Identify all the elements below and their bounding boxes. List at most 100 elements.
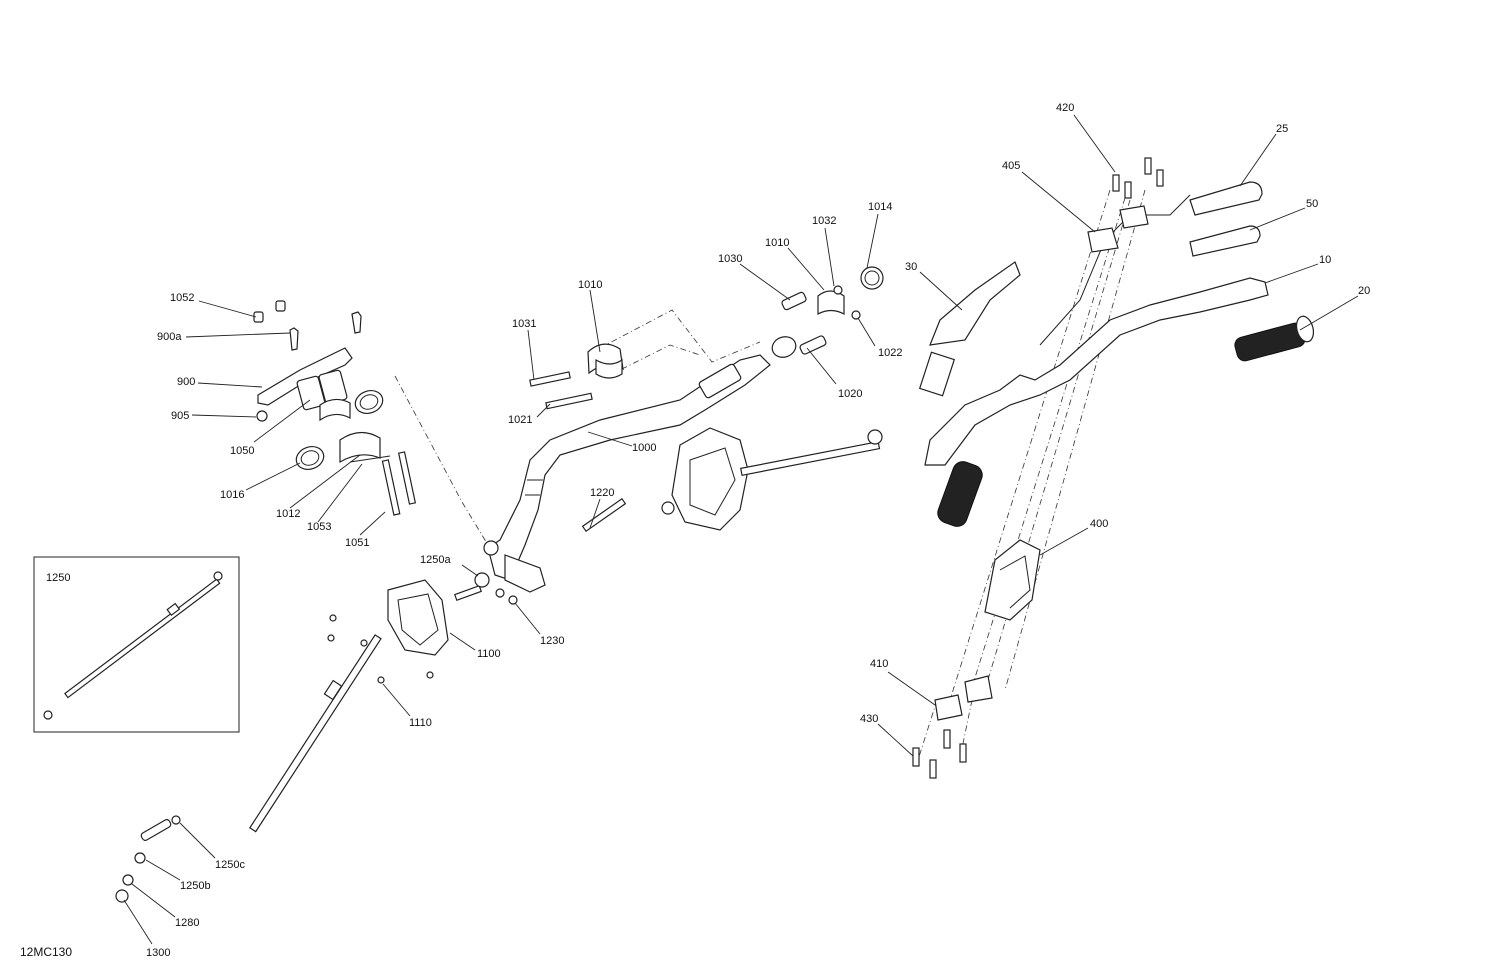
- riser-clamp-group: [253, 300, 417, 516]
- callout-1250a: 1250a: [420, 554, 451, 566]
- inset-rod-end-bottom: [43, 710, 53, 720]
- washer-1280: [122, 874, 134, 886]
- handlebar-tube: [487, 354, 771, 581]
- callout-1250c: 1250c: [215, 859, 245, 871]
- inset-label: 1250: [46, 572, 70, 584]
- bolt-1031: [529, 371, 571, 387]
- callout-900a: 900a: [157, 331, 182, 343]
- washer-905: [256, 410, 268, 422]
- washer-1230: [508, 595, 518, 605]
- jam-nut-1250c: [171, 815, 181, 825]
- nut-1052-right: [275, 300, 286, 312]
- sleeve-30-a: [918, 351, 956, 397]
- callout-1010-right: 1010: [765, 237, 789, 249]
- callout-1020: 1020: [838, 388, 862, 400]
- stud-1250b: [134, 852, 146, 864]
- tie-rod-1250: [115, 634, 382, 903]
- bracket-900: [257, 347, 353, 406]
- callout-1052: 1052: [170, 292, 194, 304]
- callout-1032: 1032: [812, 215, 836, 227]
- leader-lines: [123, 114, 1359, 945]
- callout-labels: 420 25 405 50 1014 1032 10 30 20 1010 10…: [146, 102, 1370, 959]
- nut-1300: [115, 889, 129, 903]
- callout-1016: 1016: [220, 489, 244, 501]
- tie-rod-end-right: [867, 429, 883, 445]
- ring-1014: [860, 266, 884, 290]
- riser-block-1050-a: [296, 375, 326, 411]
- callout-410: 410: [870, 658, 888, 670]
- callout-1230: 1230: [540, 635, 564, 647]
- screw-1110: [377, 676, 385, 684]
- callout-1110: 1110: [409, 717, 432, 729]
- bolt-430-c: [943, 729, 951, 749]
- steering-arm: [504, 554, 546, 593]
- inset-rod-end-top: [213, 571, 223, 581]
- nut-1032: [833, 285, 843, 295]
- callout-1220: 1220: [590, 487, 614, 499]
- callout-1050: 1050: [230, 445, 254, 457]
- clamp-410-a: [934, 694, 963, 721]
- handlebar-10: [924, 277, 1269, 466]
- callout-1021: 1021: [508, 414, 532, 426]
- inset-collar: [166, 602, 181, 617]
- heater-element-25: [1189, 181, 1263, 216]
- callout-1000: 1000: [632, 442, 656, 454]
- clamp-1010-right: [817, 290, 845, 316]
- bolt-420-c: [1124, 181, 1132, 199]
- clamp-405-b: [1119, 205, 1149, 229]
- clamp-405-a: [1087, 227, 1119, 253]
- callout-10: 10: [1319, 254, 1331, 266]
- nut-1052-left: [253, 311, 264, 323]
- bolt-900a-right: [351, 311, 362, 334]
- clamp-1010-center: [587, 343, 624, 379]
- ring-1016-upper: [354, 390, 384, 414]
- part-30: [929, 261, 1021, 346]
- screw-1110-a: [329, 614, 337, 622]
- tie-rod-center: [740, 440, 881, 476]
- spacer-1020: [799, 335, 827, 355]
- callout-20: 20: [1358, 285, 1370, 297]
- screw-1110-c: [360, 639, 368, 647]
- screw-1110-b: [327, 634, 335, 642]
- bar-sleeve: [698, 363, 742, 399]
- callout-1053: 1053: [307, 521, 331, 533]
- rod-end-1250b: [140, 819, 172, 841]
- bolt-430-d: [959, 743, 967, 763]
- bolt-430-b: [929, 759, 937, 779]
- bolt-1021: [545, 392, 593, 410]
- callout-400: 400: [1090, 518, 1108, 530]
- bolt-420-a: [1112, 174, 1120, 192]
- callout-405: 405: [1002, 160, 1020, 172]
- inset-tie-rod: [64, 578, 221, 699]
- steering-cover-center: [661, 427, 883, 531]
- callout-1030: 1030: [718, 253, 742, 265]
- callout-1280: 1280: [175, 917, 199, 929]
- grip-left: [937, 461, 983, 527]
- drawing-code: 12MC130: [20, 945, 72, 959]
- steering-plate-1100: [327, 572, 518, 684]
- callout-1010-center: 1010: [578, 279, 602, 291]
- callout-420: 420: [1056, 102, 1074, 114]
- riser-400: [984, 539, 1041, 621]
- bolt-420-b: [1144, 157, 1152, 175]
- bolt-1051-a: [381, 459, 401, 516]
- callout-25: 25: [1276, 123, 1288, 135]
- bolt-1250a: [453, 584, 483, 602]
- callout-50: 50: [1306, 198, 1318, 210]
- bolt-430-a: [912, 747, 920, 767]
- harness-wire: [1039, 194, 1191, 346]
- cover-housing: [671, 427, 749, 531]
- bolt-1220: [581, 497, 627, 533]
- callout-1022: 1022: [878, 347, 902, 359]
- clamp-cap: [319, 398, 351, 422]
- ball-joint-1250a: [474, 572, 490, 588]
- callout-1051: 1051: [345, 537, 369, 549]
- inset-frame: [33, 556, 240, 733]
- callout-30: 30: [905, 261, 917, 273]
- callout-1014: 1014: [868, 201, 892, 213]
- bolt-420-d: [1156, 169, 1164, 187]
- callout-1031: 1031: [512, 318, 536, 330]
- callout-1100: 1100: [477, 648, 501, 660]
